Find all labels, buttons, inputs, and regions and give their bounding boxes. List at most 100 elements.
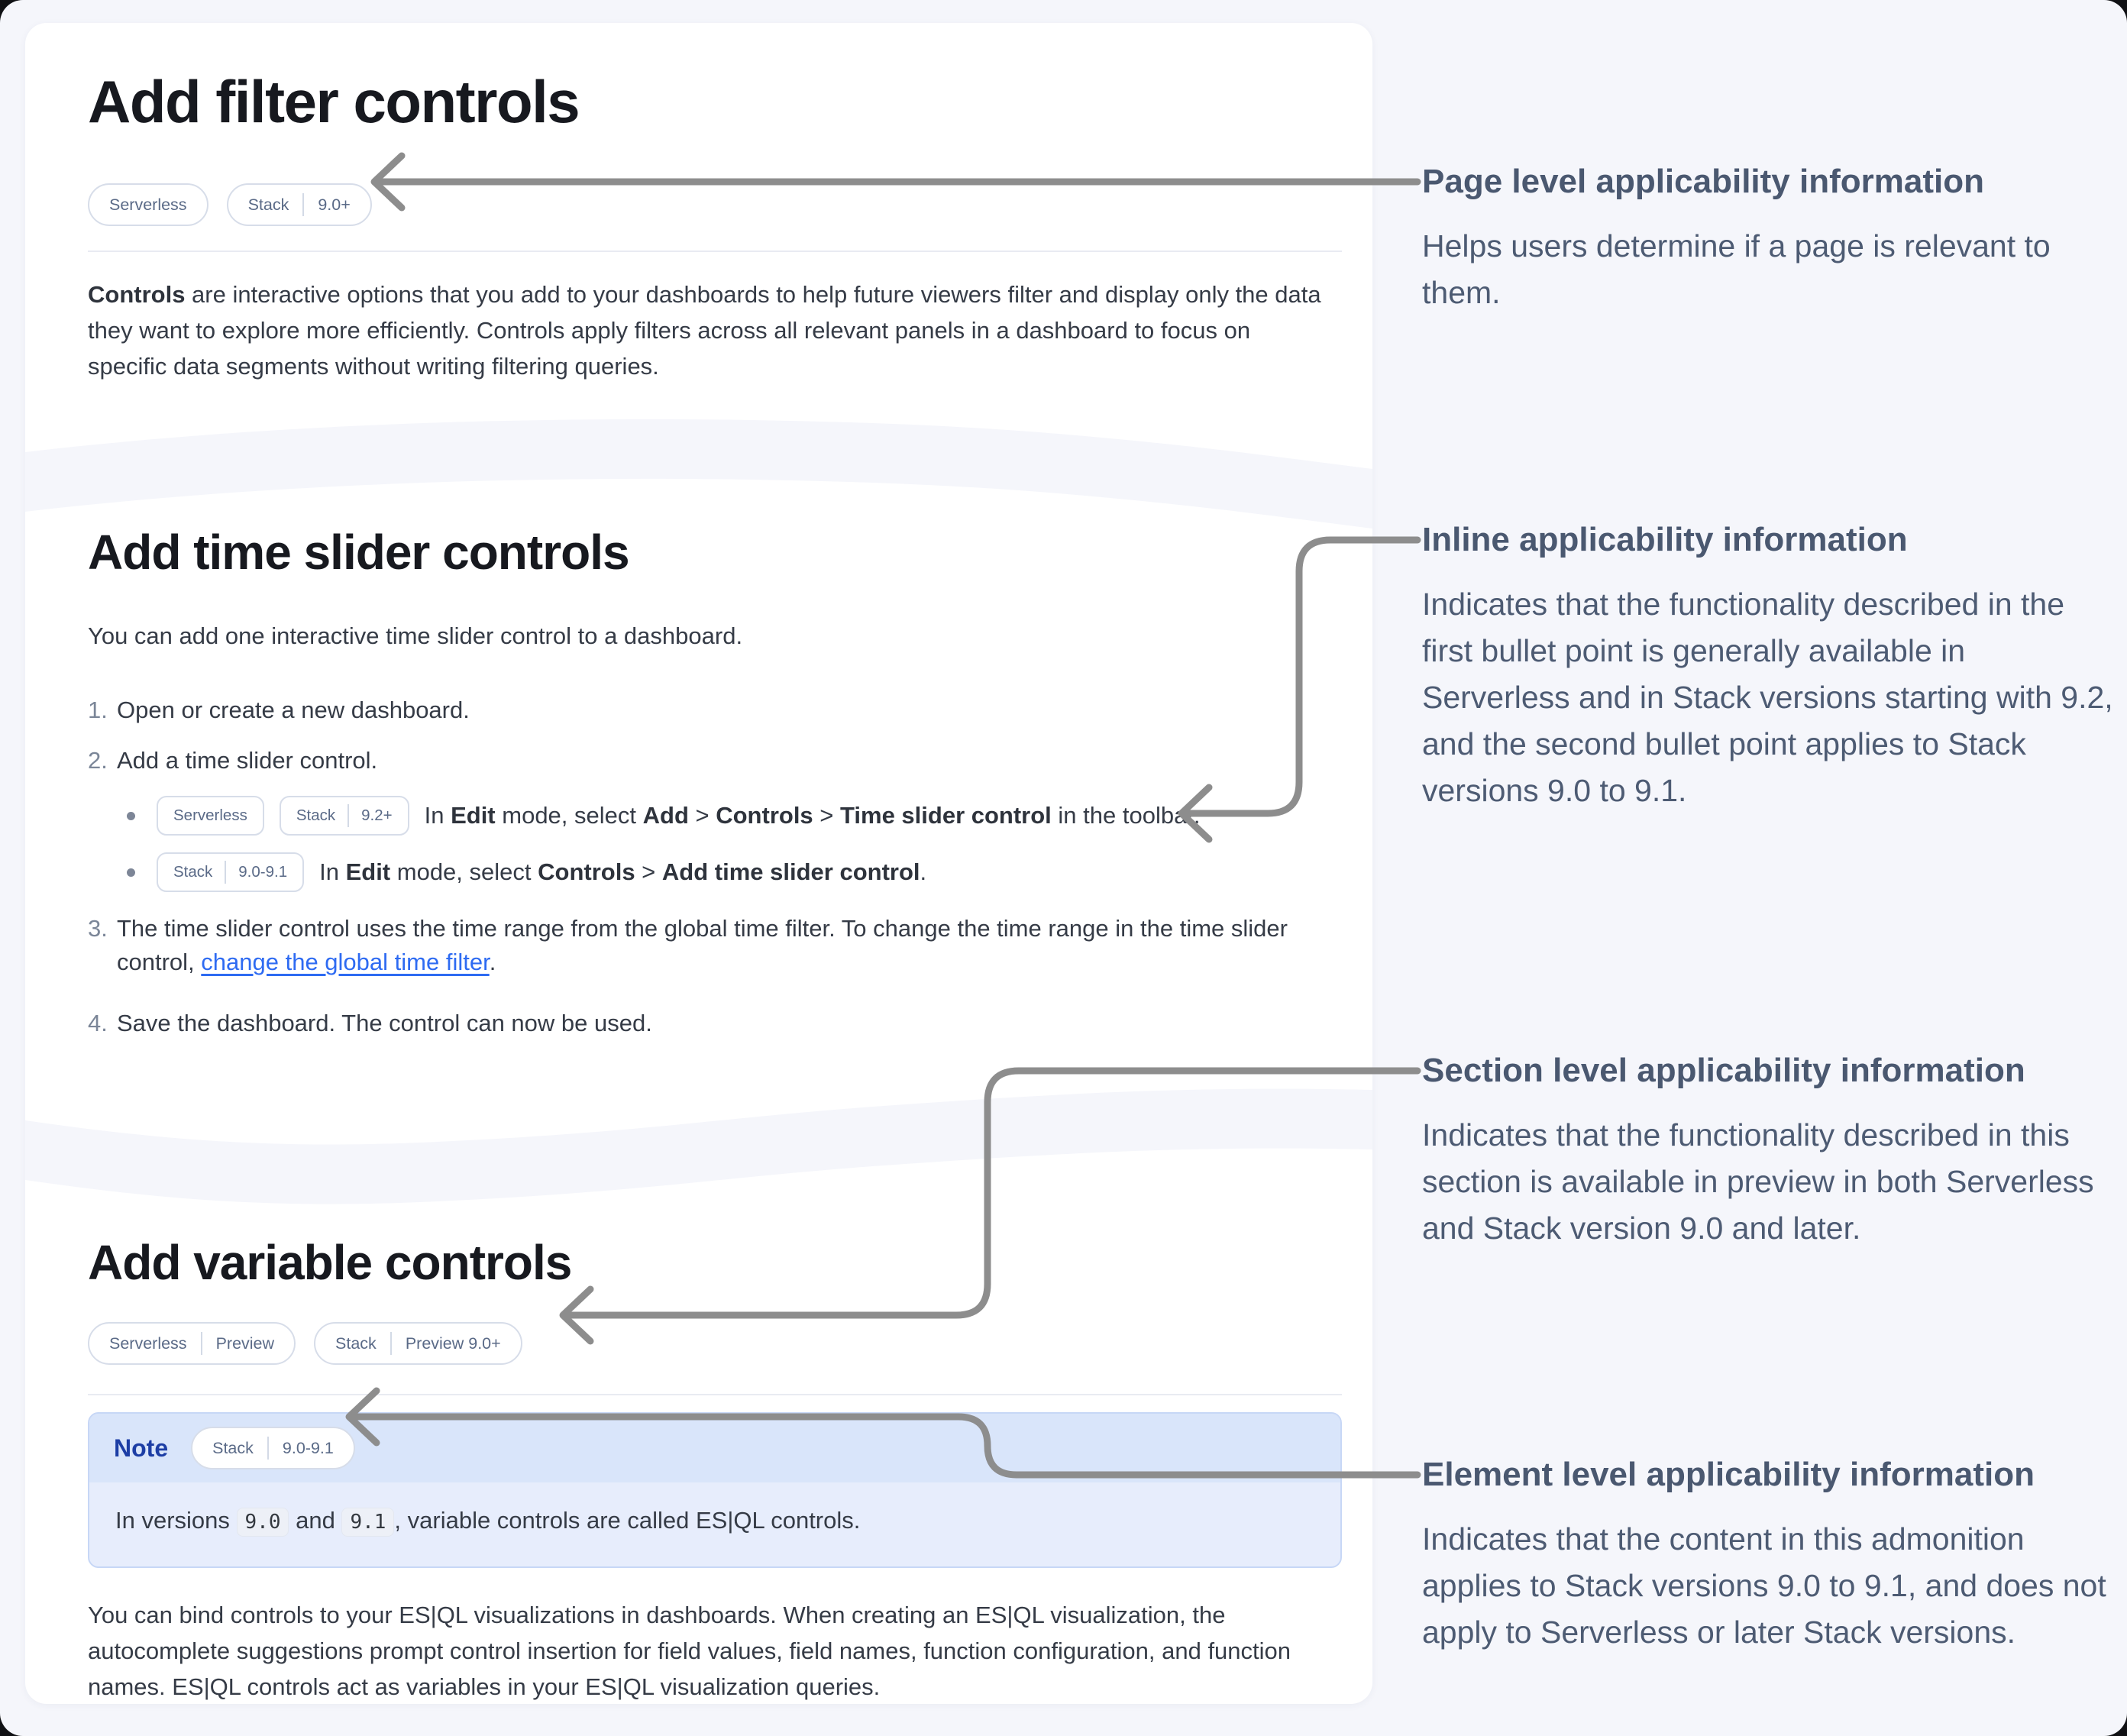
page-badges: Serverless Stack 9.0+ — [88, 183, 1342, 226]
badge-part: Serverless — [109, 1334, 187, 1353]
text-span: > — [635, 858, 662, 885]
badge-part: Stack — [247, 195, 289, 214]
annotation-inline-level: Inline applicability information Indicat… — [1422, 519, 2113, 814]
annotation-body: Helps users determine if a page is relev… — [1422, 228, 2051, 310]
note-header: Note Stack 9.0-9.1 — [89, 1414, 1340, 1482]
annotation-title: Page level applicability information — [1422, 163, 1984, 200]
badge-part: Serverless — [109, 195, 187, 214]
annotation-body: Indicates that the functionality describ… — [1422, 1117, 2094, 1246]
step-number: 4. — [88, 1010, 108, 1036]
step-text: Add a time slider control. — [117, 744, 377, 777]
bold-text: Time slider control — [840, 802, 1052, 829]
note-body: In versions 9.0 and 9.1, variable contro… — [89, 1482, 1340, 1566]
annotation-title: Section level applicability information — [1422, 1052, 2025, 1089]
text-span: in the toolbar. — [1051, 802, 1201, 829]
step-number: 2. — [88, 747, 108, 774]
bold-text: Add — [642, 802, 689, 829]
divider — [88, 251, 1342, 252]
bold-text: Add time slider control — [661, 858, 920, 885]
text-span: In — [319, 858, 346, 885]
note-admonition: Note Stack 9.0-9.1 In versions 9.0 and 9.… — [88, 1412, 1342, 1568]
content-panel: Add filter controls Serverless Stack 9.0+… — [25, 23, 1372, 1704]
badge-divider — [302, 193, 305, 216]
text-span: , variable controls are called ES|QL con… — [394, 1507, 861, 1534]
step-2: 2. Add a time slider control. Serverless… — [88, 744, 1342, 892]
divider — [88, 1394, 1342, 1395]
bold-text: Edit — [451, 802, 496, 829]
bold-text: Controls — [88, 281, 186, 308]
wave-divider-top — [25, 419, 1372, 529]
badge-stack-version[interactable]: Stack 9.0-9.1 — [157, 852, 305, 892]
code-span: 9.0 — [236, 1508, 289, 1537]
annotation-page-level: Page level applicability information Hel… — [1422, 160, 2113, 316]
annotation-title: Inline applicability information — [1422, 521, 1908, 558]
badge-part: Preview 9.0+ — [405, 1334, 501, 1353]
annotation-title: Element level applicability information — [1422, 1456, 2035, 1493]
badge-serverless-preview[interactable]: Serverless Preview — [88, 1322, 296, 1365]
badge-serverless[interactable]: Serverless — [88, 183, 208, 226]
badge-part: 9.0+ — [318, 195, 351, 214]
step-4: 4. Save the dashboard. The control can n… — [88, 1007, 1342, 1040]
text-span: Save the dashboard. The control can now … — [117, 1010, 652, 1036]
text-span: and — [289, 1507, 342, 1534]
step-number: 3. — [88, 915, 108, 942]
section-add-filter-controls: Add filter controls Serverless Stack 9.0+… — [88, 67, 1342, 384]
annotation-body: Indicates that the functionality describ… — [1422, 587, 2113, 808]
section-title: Add variable controls — [88, 1235, 572, 1290]
intro-paragraph: Controls are interactive options that yo… — [88, 276, 1329, 384]
step-1: 1. Open or create a new dashboard. — [88, 693, 1342, 727]
badge-divider — [200, 1332, 202, 1355]
text-span: mode, select — [390, 858, 538, 885]
badge-divider — [267, 1437, 269, 1460]
text-span: > — [813, 802, 841, 829]
wave-divider-bottom — [25, 1088, 1372, 1204]
text-span: Open or create a new dashboard. — [117, 697, 470, 723]
badge-part: Stack — [173, 863, 213, 881]
bold-text: Edit — [345, 858, 391, 885]
bullet-dot-icon — [127, 811, 135, 820]
text-span: are interactive options that you add to … — [88, 281, 1321, 380]
badge-part: 9.0-9.1 — [238, 863, 288, 881]
badge-divider — [390, 1332, 392, 1355]
badge-stack-version[interactable]: Stack 9.0-9.1 — [191, 1427, 355, 1469]
code-span: 9.1 — [341, 1508, 395, 1537]
step-3: 3. The time slider control uses the time… — [88, 912, 1342, 979]
note-label: Note — [114, 1434, 169, 1462]
section-add-variable-controls: Add variable controls Serverless Preview … — [88, 1233, 1342, 1705]
step-number: 1. — [88, 697, 108, 723]
text-span: The time slider control uses the time ra… — [117, 915, 1288, 975]
annotation-element-level: Element level applicability information … — [1422, 1453, 2113, 1656]
badge-part: Serverless — [173, 807, 247, 824]
badge-part: Stack — [212, 1438, 254, 1457]
inline-link[interactable]: change the global time filter — [201, 949, 490, 975]
badge-divider — [225, 861, 227, 884]
badge-part: Preview — [215, 1334, 275, 1353]
step-text: Open or create a new dashboard. — [117, 693, 470, 727]
text-span: . — [920, 858, 927, 885]
bullet-dot-icon — [127, 868, 135, 877]
badge-part: 9.0-9.1 — [282, 1438, 334, 1457]
badge-divider — [347, 804, 350, 827]
steps-list: 1. Open or create a new dashboard. 2. Ad… — [88, 693, 1342, 1040]
bullet-stack-90-91: Stack 9.0-9.1 In Edit mode, select Contro… — [127, 852, 1342, 892]
section-intro: You can add one interactive time slider … — [88, 622, 743, 649]
bold-text: Controls — [538, 858, 635, 885]
bullet-text: In Edit mode, select Controls > Add time… — [319, 858, 926, 886]
text-span: Add a time slider control. — [117, 747, 378, 774]
text-span: > — [688, 802, 716, 829]
badge-serverless[interactable]: Serverless — [157, 796, 264, 836]
text-span: In — [424, 802, 451, 829]
text-span: mode, select — [495, 802, 643, 829]
step-text: Save the dashboard. The control can now … — [117, 1007, 652, 1040]
page-title: Add filter controls — [88, 68, 580, 135]
badge-stack-version[interactable]: Stack 9.0+ — [226, 183, 372, 226]
bullet-text: In Edit mode, select Add > Controls > Ti… — [425, 802, 1201, 829]
section-add-time-slider-controls: Add time slider controls You can add one… — [88, 523, 1342, 1040]
badge-part: 9.2+ — [361, 807, 393, 824]
